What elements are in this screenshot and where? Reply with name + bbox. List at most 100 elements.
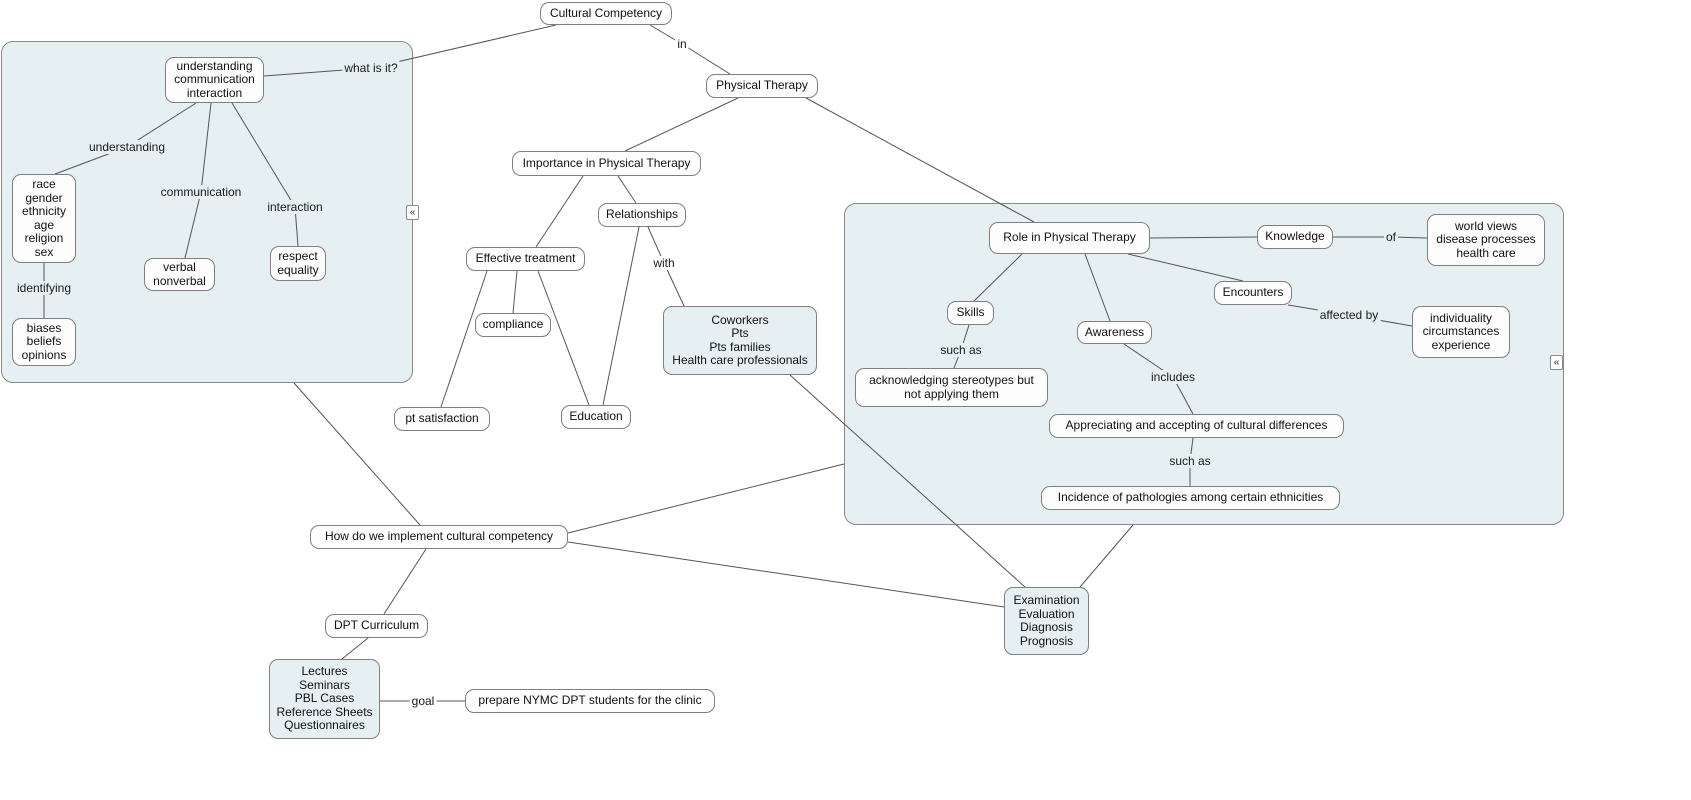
node-text-line: Lectures <box>301 664 348 679</box>
edge-line <box>789 374 1026 588</box>
node-text-line: not applying them <box>904 386 999 401</box>
edge-line <box>624 97 739 152</box>
node-text-line: gender <box>25 190 63 205</box>
node-awareness[interactable]: Awareness <box>1077 321 1152 344</box>
link-label-of[interactable]: of <box>1383 230 1399 244</box>
node-effective-treatment[interactable]: Effective treatment <box>466 247 585 271</box>
edge-line <box>973 253 1023 302</box>
node-text-line: Incidence of pathologies among certain e… <box>1057 490 1324 505</box>
node-education[interactable]: Education <box>561 405 631 429</box>
edge-line <box>602 226 640 406</box>
node-text-line: Pts <box>731 326 749 340</box>
node-text-line: individuality <box>1429 310 1493 325</box>
link-label-such-as-skills[interactable]: such as <box>938 343 984 357</box>
node-cultural-competency[interactable]: Cultural Competency <box>540 2 672 25</box>
edge-line <box>370 24 557 69</box>
node-text-line: Role in Physical Therapy <box>1003 230 1136 245</box>
node-text-line: interaction <box>186 85 243 100</box>
node-pt-satisfaction[interactable]: pt satisfaction <box>394 407 490 431</box>
node-text-line: Skills <box>956 305 985 320</box>
link-label-goal[interactable]: goal <box>409 694 437 708</box>
edge-line <box>293 382 421 526</box>
edge-line <box>383 548 427 615</box>
link-label-communication[interactable]: communication <box>158 185 244 199</box>
node-text-line: Importance in Physical Therapy <box>522 155 691 170</box>
node-text-line: biases <box>26 320 62 335</box>
edge-line <box>231 102 296 208</box>
node-text-line: Pts families <box>709 339 771 354</box>
node-text-line: pt satisfaction <box>405 411 479 426</box>
edge-line <box>617 175 637 204</box>
node-text-line: Cultural Competency <box>549 5 663 20</box>
collapse-icon[interactable]: « <box>406 205 419 220</box>
node-text-line: understanding <box>176 58 253 73</box>
node-dpt-curriculum[interactable]: DPT Curriculum <box>325 614 428 638</box>
node-text-line: Diagnosis <box>1020 620 1073 634</box>
edge-line <box>341 637 369 660</box>
node-text-line: nonverbal <box>153 273 206 288</box>
link-label-understanding[interactable]: understanding <box>86 140 168 154</box>
node-prepare-nymc-dpt-students[interactable]: prepare NYMC DPT students for the clinic <box>465 689 715 713</box>
node-text-line: equality <box>277 262 319 277</box>
collapse-icon[interactable]: « <box>1550 355 1563 370</box>
edge-line <box>1149 236 1258 239</box>
node-text-line: disease processes <box>1436 232 1536 247</box>
node-knowledge[interactable]: Knowledge <box>1257 225 1333 249</box>
link-label-includes[interactable]: includes <box>1148 370 1198 384</box>
node-text-line: Seminars <box>299 677 350 692</box>
node-text-line: Relationships <box>605 207 679 222</box>
node-text-line: respect <box>278 249 318 263</box>
node-encounters[interactable]: Encounters <box>1214 281 1292 305</box>
link-label-interaction[interactable]: interaction <box>265 200 325 214</box>
node-importance-in-physical-therapy[interactable]: Importance in Physical Therapy <box>512 151 701 176</box>
node-incidence-of-pathologies[interactable]: Incidence of pathologies among certain e… <box>1041 486 1340 510</box>
edge-line <box>567 463 845 534</box>
node-role-in-physical-therapy[interactable]: Role in Physical Therapy <box>989 222 1150 254</box>
node-text-line: How do we implement cultural competency <box>324 529 554 544</box>
node-skills[interactable]: Skills <box>947 301 994 325</box>
node-appreciating-cultural-differences[interactable]: Appreciating and accepting of cultural d… <box>1049 414 1344 438</box>
edge-line <box>1127 253 1244 282</box>
node-text-line: Questionnaires <box>284 718 365 733</box>
link-label-such-as-appreciating[interactable]: such as <box>1167 454 1213 468</box>
node-physical-therapy[interactable]: Physical Therapy <box>706 74 818 98</box>
node-text-line: Encounters <box>1222 285 1284 300</box>
node-how-do-we-implement[interactable]: How do we implement cultural competency <box>310 525 568 549</box>
node-text-line: Knowledge <box>1265 229 1325 244</box>
link-label-affected-by[interactable]: affected by <box>1317 308 1381 322</box>
node-text-line: communication <box>174 72 255 87</box>
link-label-what-is-it[interactable]: what is it? <box>342 61 400 75</box>
edge-line <box>184 191 202 259</box>
node-text-line: Examination <box>1013 593 1080 607</box>
node-text-line: Prognosis <box>1019 633 1074 648</box>
link-label-identifying[interactable]: identifying <box>14 281 74 295</box>
edge-line <box>567 541 1005 608</box>
node-text-line: Education <box>569 409 623 424</box>
node-relationships[interactable]: Relationships <box>598 203 686 227</box>
node-compliance[interactable]: compliance <box>475 313 551 337</box>
node-text-line: verbal <box>163 260 196 274</box>
node-text-line: Awareness <box>1084 324 1145 339</box>
edge-line <box>663 262 685 307</box>
edge-line <box>1084 253 1111 322</box>
node-text-line: Coworkers <box>711 312 769 327</box>
edge-line <box>681 43 731 75</box>
edge-line <box>1079 524 1134 588</box>
link-label-in[interactable]: in <box>675 37 689 51</box>
node-text-line: DPT Curriculum <box>333 618 420 633</box>
node-text-line: PBL Cases <box>294 691 355 706</box>
link-label-with[interactable]: with <box>651 256 677 270</box>
